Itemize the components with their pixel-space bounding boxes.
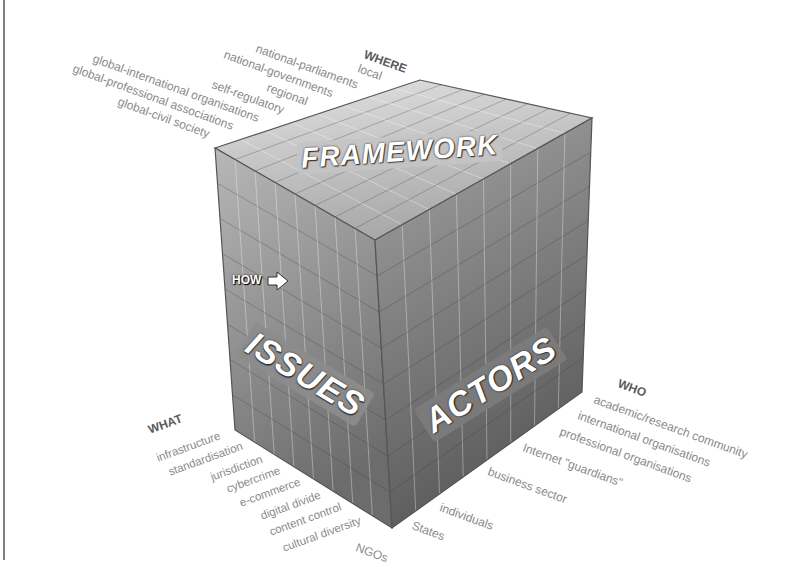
axis-heading: WHAT (147, 412, 185, 437)
axis-item: business sector (486, 465, 569, 506)
axis-item: individuals (438, 501, 495, 533)
grid-line (394, 89, 565, 134)
border-line (3, 0, 5, 560)
axis-item: NGOs (354, 541, 390, 565)
grid-line (535, 149, 538, 427)
grid-line (295, 99, 506, 194)
grid-line (558, 133, 565, 409)
axis-item: States (410, 519, 447, 544)
grid-line (510, 164, 511, 443)
grid-line (335, 217, 353, 504)
axis-pointer-label: HOW (232, 274, 261, 288)
arrow-symbol (268, 272, 288, 290)
axis-heading: WHO (616, 377, 648, 400)
grid-line (315, 206, 333, 492)
grid-line (388, 324, 585, 457)
grid-line (355, 229, 372, 516)
